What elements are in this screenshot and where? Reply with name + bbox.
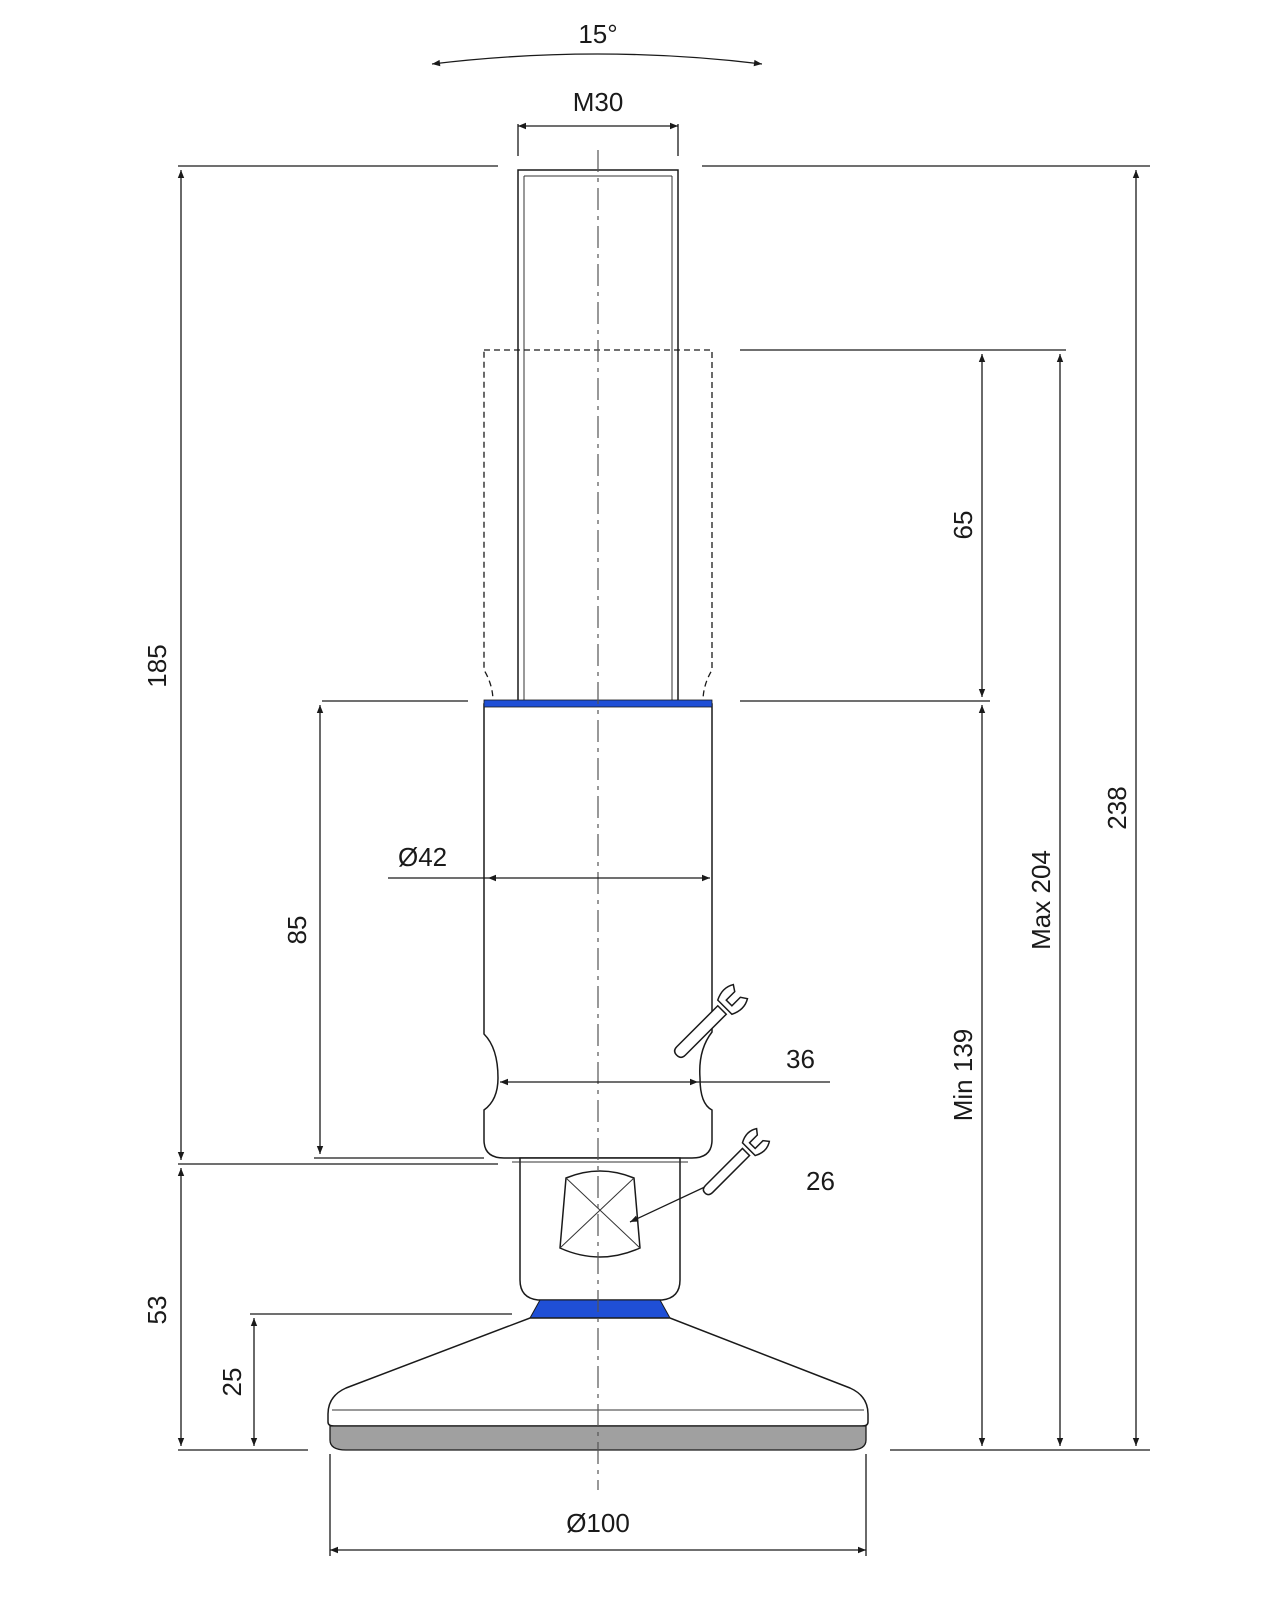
- wrench-icon: [673, 983, 749, 1059]
- height-185-label: 185: [142, 644, 172, 687]
- base-diameter-label: Ø100: [566, 1508, 630, 1538]
- height-53-label: 53: [142, 1296, 172, 1325]
- wrench-26-label: 26: [806, 1166, 835, 1196]
- rubber-pad: [329, 1425, 867, 1451]
- wrench-icon: [702, 1127, 771, 1196]
- dimensions: 15° M30 185 238 65 Max 204 Min 139 85: [142, 19, 1150, 1556]
- tilt-angle-label: 15°: [578, 19, 617, 49]
- max-204-label: Max 204: [1026, 850, 1056, 950]
- tilt-arc: [431, 53, 763, 67]
- height-238-label: 238: [1102, 786, 1132, 829]
- min-139-label: Min 139: [948, 1029, 978, 1122]
- leveling-foot-part: [327, 150, 869, 1490]
- thread-label: M30: [573, 87, 624, 117]
- length-85-label: 85: [282, 916, 312, 945]
- lower-seal-ring: [529, 1299, 671, 1319]
- wrench-36-label: 36: [786, 1044, 815, 1074]
- travel-65-label: 65: [948, 511, 978, 540]
- height-25-label: 25: [217, 1368, 247, 1397]
- diameter-42-label: Ø42: [398, 842, 447, 872]
